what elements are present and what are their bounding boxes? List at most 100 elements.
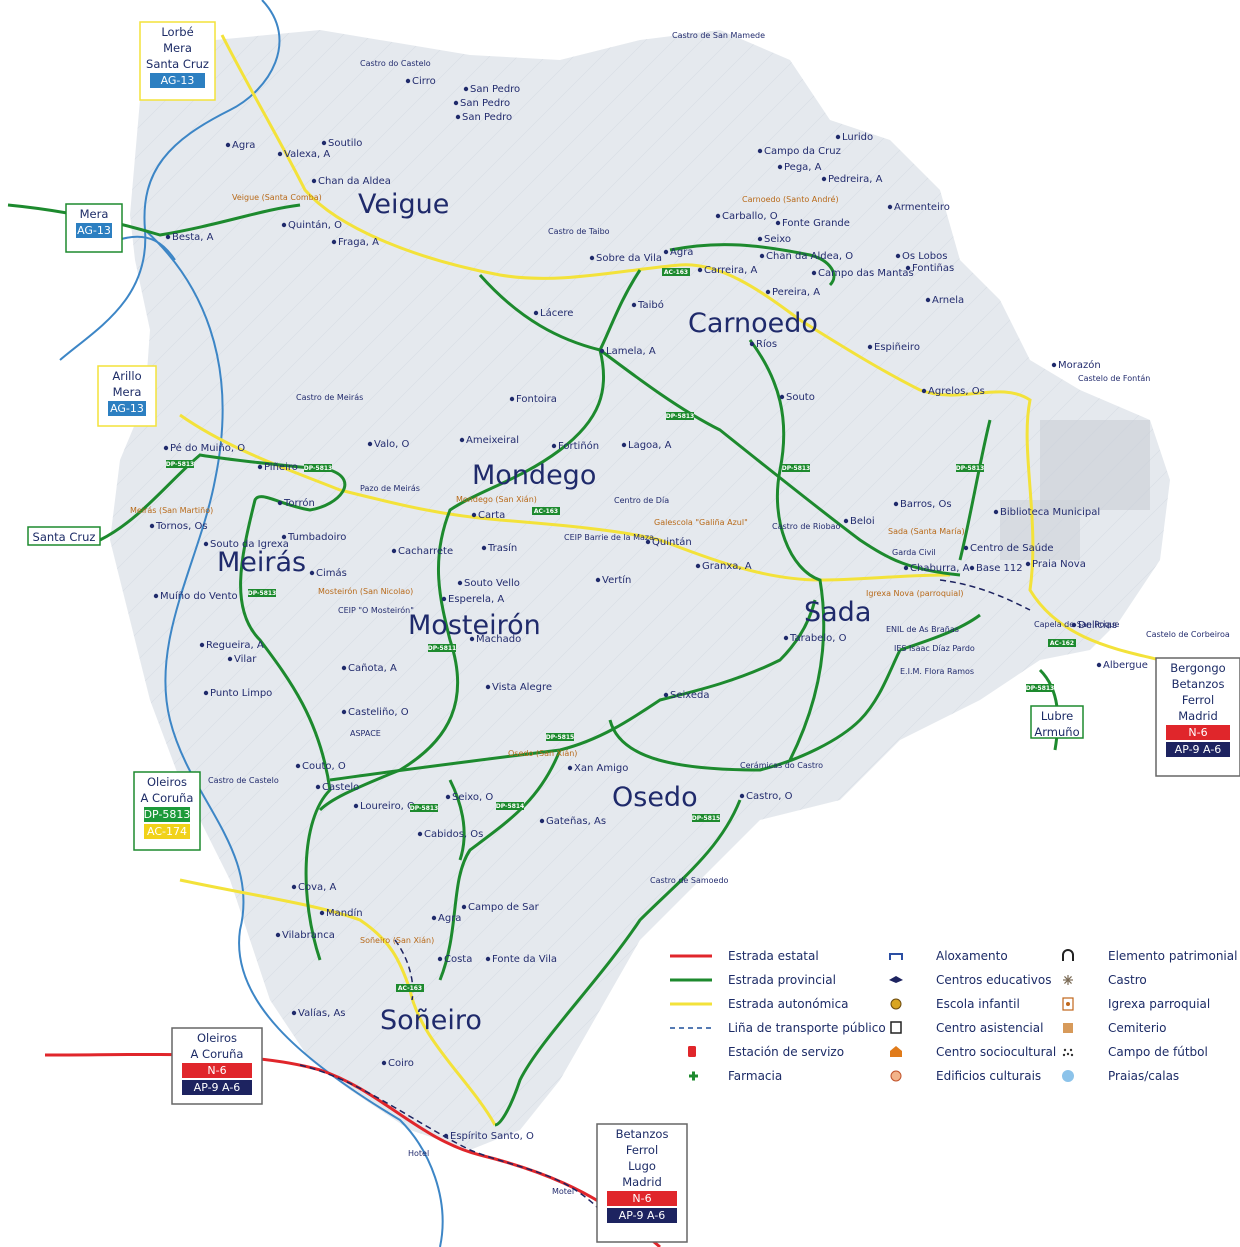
place-label: Fontoira <box>516 394 557 405</box>
place-marker <box>509 396 515 402</box>
place-label: Base 112 <box>976 563 1023 574</box>
road-badge <box>1048 639 1076 647</box>
poi-label: Capela de San Roque <box>1034 620 1120 629</box>
place-label: Carta <box>478 510 505 521</box>
legend-item-label: Praias/calas <box>1108 1069 1179 1083</box>
legend-item-label: Campo de fútbol <box>1108 1045 1208 1059</box>
building-icon <box>890 1021 902 1034</box>
place-label: Morazón <box>1058 359 1101 371</box>
road-shield-label: AG-13 <box>161 74 195 87</box>
place-label: Torrón <box>283 497 315 509</box>
poi-label: Castelo de Corbeiroa <box>1146 630 1230 639</box>
road-number-label: DP-5813 <box>304 465 332 472</box>
place-label: Cañota, A <box>348 663 397 674</box>
poi-label: Cerámicas do Castro <box>740 761 823 770</box>
municipality-area <box>110 30 1170 1150</box>
place-label: Fonte da Vila <box>492 954 557 965</box>
road-number-label: AC-163 <box>534 508 558 515</box>
fuel-icon <box>688 1046 696 1057</box>
place-marker <box>153 593 159 599</box>
sign-line: Betanzos <box>616 1127 669 1141</box>
road-shield-label: AC-174 <box>147 825 187 838</box>
place-label: Gateñas, As <box>546 816 606 827</box>
place-label: Albergue <box>1103 660 1148 671</box>
house-icon <box>890 1046 902 1057</box>
parish-label: Mondego <box>472 460 596 491</box>
legend-item-label: Elemento patrimonial <box>1108 949 1237 963</box>
parish-label: Sada <box>804 597 871 628</box>
place-label: Campo da Cruz <box>764 146 841 157</box>
place-marker <box>903 565 909 571</box>
place-marker <box>257 464 263 470</box>
place-marker <box>895 253 901 259</box>
road-number-label: AC-163 <box>398 985 422 992</box>
place-marker <box>595 577 601 583</box>
parish-label: Veigue <box>358 189 449 220</box>
place-marker <box>461 904 467 910</box>
place-label: Carreira, A <box>704 265 757 276</box>
sign-line: Lubre <box>1041 709 1073 723</box>
place-label: Souto Vello <box>464 578 520 589</box>
sign-line: Bergongo <box>1170 661 1225 675</box>
place-label: Delicias <box>1078 620 1117 631</box>
place-marker <box>481 545 487 551</box>
sign-line: Lugo <box>628 1159 656 1173</box>
place-marker <box>225 142 231 148</box>
poi-label: Centro de Día <box>614 496 669 505</box>
poi-label: Garda Civil <box>892 548 936 557</box>
place-marker <box>539 818 545 824</box>
place-label: Pedreira, A <box>828 174 883 185</box>
road-badge <box>166 460 194 468</box>
place-marker <box>779 394 785 400</box>
place-label: Agra <box>670 247 693 258</box>
rivers <box>59 0 444 1247</box>
place-marker <box>663 692 669 698</box>
mortarboard-icon <box>889 976 903 983</box>
place-label: San Pedro <box>460 98 510 109</box>
legend-item-label: Aloxamento <box>936 949 1008 963</box>
road-shield <box>182 1063 252 1078</box>
theatre-icon <box>890 1070 902 1082</box>
place-marker <box>441 596 447 602</box>
road-number-label: DP-5813 <box>166 461 194 468</box>
place-marker <box>867 344 873 350</box>
legend-item-label: Estrada autonómica <box>728 997 849 1011</box>
parish-label: Osedo <box>612 782 698 813</box>
place-label: Campo de Sar <box>468 902 540 913</box>
place-marker <box>291 884 297 890</box>
road-shield <box>144 824 190 839</box>
road-number-label: DP-5813 <box>410 805 438 812</box>
place-marker <box>993 509 999 515</box>
place-marker <box>199 642 205 648</box>
place-marker <box>695 563 701 569</box>
road-shield-label: AG-13 <box>77 224 111 237</box>
sign-line: A Coruña <box>191 1047 244 1061</box>
place-label: Souto <box>786 392 815 403</box>
place-marker <box>319 910 325 916</box>
poi-label: Carnoedo (Santo André) <box>742 194 839 204</box>
poi-label: CEIP "O Mosteirón" <box>338 605 414 615</box>
place-marker <box>163 445 169 451</box>
place-marker <box>887 204 893 210</box>
place-label: Couto, O <box>302 761 346 772</box>
church-icon <box>1062 997 1074 1011</box>
sign-line: Arillo <box>112 369 141 383</box>
place-marker <box>759 253 765 259</box>
provincial-roads <box>7 203 1060 1127</box>
place-marker <box>697 267 703 273</box>
place-marker <box>485 956 491 962</box>
poi-label: Soñeiro (San Xián) <box>360 936 434 945</box>
beach-icon <box>1062 1070 1074 1082</box>
road-badge <box>496 802 524 810</box>
road-number-label: DP-5813 <box>248 590 276 597</box>
sign-line: Madrid <box>1178 709 1218 723</box>
legend-item-label: Farmacia <box>728 1069 782 1083</box>
place-marker <box>457 580 463 586</box>
parish-label: Carnoedo <box>688 308 818 339</box>
place-label: Tornos, Os <box>155 521 208 532</box>
place-label: Barros, Os <box>900 499 952 510</box>
place-marker <box>757 148 763 154</box>
road-shield-label: N-6 <box>1188 726 1207 739</box>
